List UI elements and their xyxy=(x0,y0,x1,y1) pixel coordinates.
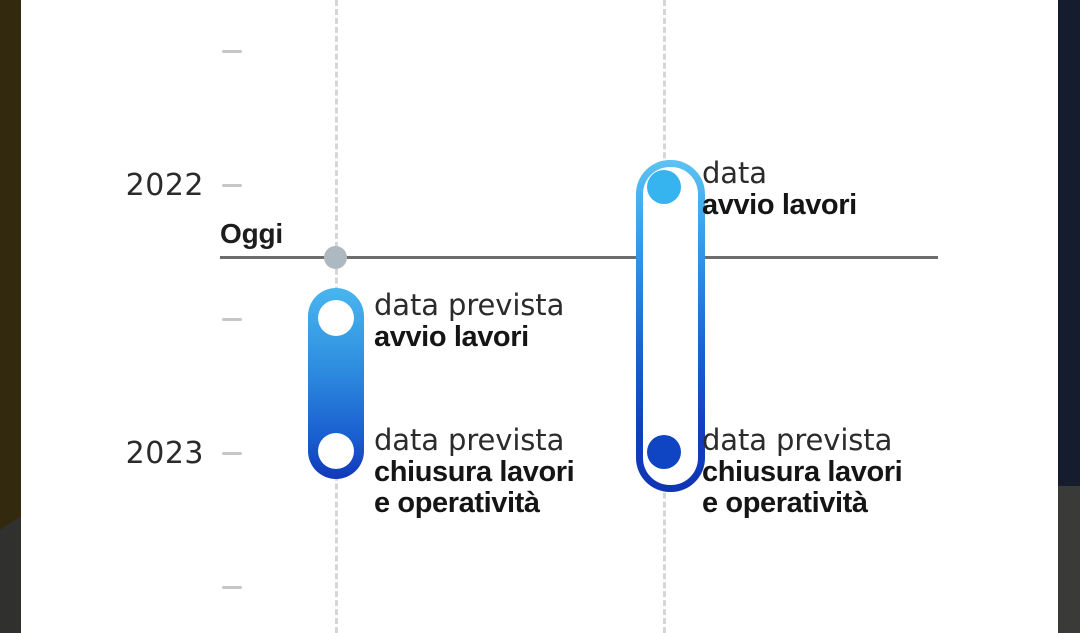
screen-edge-left-lower xyxy=(0,516,21,633)
axis-year-2023: 2023 xyxy=(0,436,204,472)
left-track-end-annotation: data prevista chiusura lavori e operativ… xyxy=(374,423,575,520)
right-track-end-strong-2: e operatività xyxy=(702,487,868,520)
right-track-bar[interactable] xyxy=(636,160,705,492)
left-track-end-node[interactable] xyxy=(318,433,354,469)
axis-tick-4 xyxy=(222,452,242,455)
right-track-end-annotation: data prevista chiusura lavori e operativ… xyxy=(702,423,903,520)
left-track-end-strong-1: chiusura lavori xyxy=(374,456,575,489)
axis-tick-2 xyxy=(222,184,242,187)
screen-edge-right-upper xyxy=(1058,0,1080,492)
axis-tick-3 xyxy=(222,318,242,321)
left-track-start-annotation: data prevista avvio lavori xyxy=(374,290,564,352)
left-track-end-strong-2: e operatività xyxy=(374,487,540,520)
today-line xyxy=(220,256,938,259)
today-dot-left-track xyxy=(324,246,347,269)
axis-tick-1 xyxy=(222,50,242,53)
right-track-end-lead: data prevista xyxy=(702,423,893,457)
today-label: Oggi xyxy=(220,218,283,249)
left-track-start-node[interactable] xyxy=(318,300,354,336)
axis-tick-5 xyxy=(222,586,242,589)
screen-edge-left-upper xyxy=(0,0,21,548)
left-track-end-lead: data prevista xyxy=(374,423,565,457)
axis-year-2023-label: 2023 xyxy=(125,436,204,471)
axis-year-2022: 2022 xyxy=(0,168,204,204)
right-track-end-node[interactable] xyxy=(647,435,681,469)
screen-edge-right-lower xyxy=(1058,486,1080,633)
right-track-start-strong: avvio lavori xyxy=(702,189,857,222)
axis-year-2022-label: 2022 xyxy=(125,168,204,203)
left-track-start-lead: data prevista xyxy=(374,288,565,322)
left-track-start-strong: avvio lavori xyxy=(374,321,529,354)
right-track-end-strong-1: chiusura lavori xyxy=(702,456,903,489)
right-track-start-lead: data xyxy=(702,156,767,190)
right-track-start-node[interactable] xyxy=(647,170,681,204)
right-track-start-annotation: data avvio lavori xyxy=(702,158,857,220)
